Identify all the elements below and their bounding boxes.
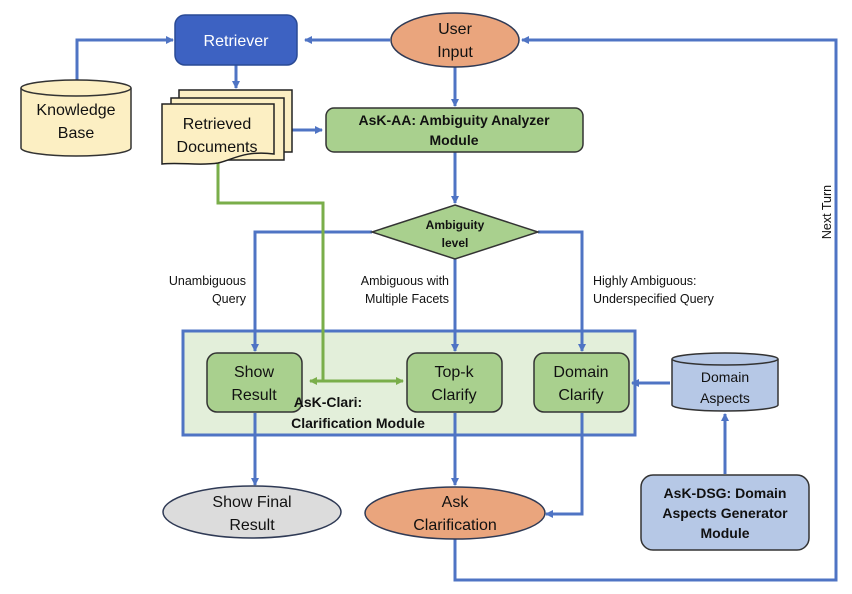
domain-aspects-node: Domain Aspects [671,352,779,412]
ambiguity-analyzer-label-line2: Module [430,132,479,148]
user-input-label-line2: Input [437,44,473,61]
knowledge-base-node: Knowledge Base [20,79,132,157]
edge-label-highly-ambiguous-line2: Underspecified Query [593,292,715,306]
retriever-label: Retriever [204,33,270,50]
edge-label-multiple-facets-line1: Ambiguous with [361,274,449,288]
domain-aspects-label-line2: Aspects [700,390,750,406]
show-result-node: Show Result [206,352,303,413]
edge-label-unambiguous-line1: Unambiguous [169,274,246,288]
user-input-node: User Input [390,12,520,68]
show-final-result-label-line2: Result [229,517,275,534]
ask-clarification-label-line1: Ask [442,494,470,511]
edge-docs-to-clari [216,163,325,381]
show-result-label-line1: Show [234,364,274,381]
ambiguity-analyzer-node: AsK-AA: Ambiguity Analyzer Module [325,107,584,153]
retrieved-documents-label-line2: Documents [177,139,258,156]
domain-aspects-generator-node: AsK-DSG: Domain Aspects Generator Module [640,474,810,551]
dsg-label-line3: Module [701,525,750,541]
knowledge-base-label-line1: Knowledge [36,102,115,119]
edge-label-multiple-facets-line2: Multiple Facets [365,292,449,306]
user-input-label-line1: User [438,21,472,38]
domain-aspects-label-line1: Domain [701,369,749,385]
edge-label-unambiguous-line2: Query [212,292,247,306]
show-result-label-line2: Result [231,387,277,404]
show-final-result-label-line1: Show Final [212,494,291,511]
retrieved-documents-label-line1: Retrieved [183,116,251,133]
ambiguity-level-label-line2: level [442,236,469,250]
retriever-node: Retriever [174,14,298,66]
dsg-label-line1: AsK-DSG: Domain [664,485,787,501]
topk-clarify-label-line2: Clarify [431,387,476,404]
domain-clarify-label-line1: Domain [553,364,608,381]
edge-next-turn-loop [453,36,838,582]
ambiguity-level-label-line1: Ambiguity [426,218,485,232]
edge-kb-to-retriever [75,36,174,80]
edge-diamond-to-domain-clarify [538,230,586,352]
retrieved-documents-node: Retrieved Documents [161,89,293,165]
domain-clarify-label-line2: Clarify [558,387,603,404]
edge-domain-clarify-to-ask [545,413,584,518]
domain-clarify-node: Domain Clarify [533,352,630,413]
edge-diamond-to-show-result [251,230,372,352]
dsg-label-line2: Aspects Generator [662,505,788,521]
ambiguity-level-decision: Ambiguity level [369,204,541,260]
clarification-module-label-line2: Clarification Module [291,415,425,431]
show-final-result-node: Show Final Result [162,485,342,539]
edge-label-next-turn: Next Turn [820,185,834,239]
ask-clarification-label-line2: Clarification [413,517,497,534]
ask-clarification-node: Ask Clarification [364,486,546,540]
edge-label-highly-ambiguous-line1: Highly Ambiguous: [593,274,697,288]
knowledge-base-label-line2: Base [58,125,95,142]
ambiguity-analyzer-label-line1: AsK-AA: Ambiguity Analyzer [358,112,550,128]
clarification-module-label-line1: AsK-Clari: [294,394,362,410]
topk-clarify-label-line1: Top-k [434,364,474,381]
topk-clarify-node: Top-k Clarify [406,352,503,413]
